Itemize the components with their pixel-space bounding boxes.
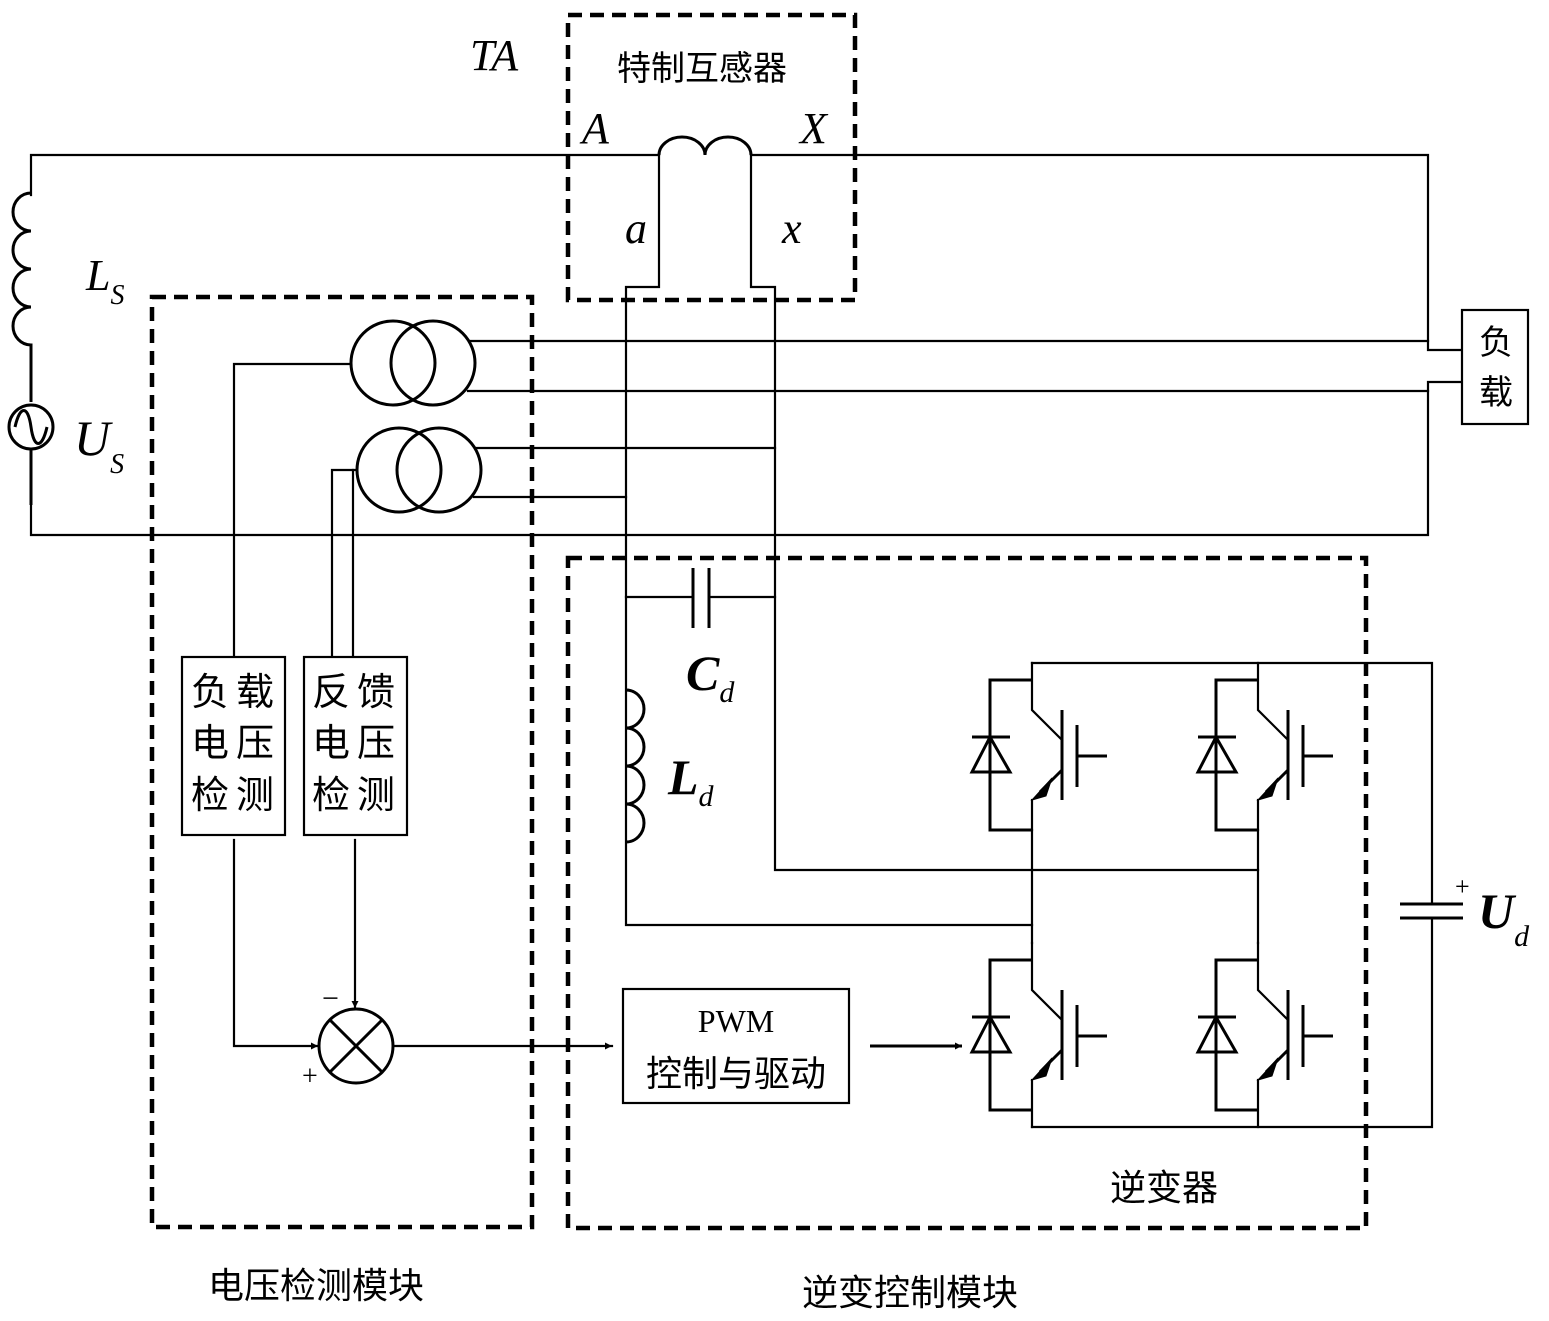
transformer-secondary-lead-a [624, 153, 1034, 927]
capacitor-cd [691, 568, 711, 628]
ac-source-label: US [74, 410, 124, 480]
svg-text:电: 电 [191, 721, 229, 765]
dc-bus-bottom [1030, 916, 1434, 1129]
transformer-module-border [565, 12, 858, 303]
dc-bus-top [1030, 661, 1434, 906]
pwm-label: PWM [698, 1003, 774, 1039]
load-sensor-input-wire [232, 362, 353, 660]
summing-junction [317, 1007, 395, 1085]
igbt-upper-right [1195, 661, 1333, 832]
terminal-x: x [781, 204, 802, 253]
igbt-lower-left [969, 941, 1107, 1129]
load-label-line1: 负 [1479, 323, 1513, 363]
svg-text:负: 负 [191, 670, 229, 714]
svg-text:压: 压 [236, 721, 274, 765]
dc-source-label: Ud [1478, 883, 1530, 953]
svg-text:检: 检 [191, 773, 229, 817]
main-bottom-wire [29, 380, 1464, 537]
svg-text:馈: 馈 [357, 670, 395, 714]
transformer-primary-coil [657, 135, 753, 156]
pwm-control-drive-label: 控制与驱动 [646, 1054, 826, 1095]
summer-minus-sign: − [322, 982, 339, 1015]
dc-capacitor-ud [1400, 902, 1463, 920]
load-voltage-detection-block: 负 电 检 载 压 测 [180, 655, 287, 837]
capacitor-cd-label: Cd [686, 645, 735, 709]
svg-text:载: 载 [236, 670, 274, 714]
transformer-title: 特制互感器 [617, 49, 787, 89]
source-inductor-ls [11, 191, 33, 402]
terminal-A: A [579, 104, 610, 153]
pwm-control-drive-block [621, 987, 851, 1105]
main-top-wire [29, 153, 1464, 352]
ac-source-sine-icon [13, 409, 49, 445]
transformer-tag: TA [470, 31, 519, 80]
load-label-line2: 载 [1479, 373, 1513, 413]
svg-text:反: 反 [312, 670, 350, 714]
transformer-secondary-lead-x [749, 153, 1260, 872]
feedback-sensor-input-wire [330, 468, 359, 660]
svg-text:压: 压 [357, 721, 395, 765]
inductor-ld [625, 688, 646, 844]
load-voltage-sensor-transformer [349, 319, 477, 407]
load-detect-to-summer-wire [232, 838, 320, 1050]
igbt-upper-left [969, 661, 1107, 832]
load-box [1460, 308, 1530, 426]
feedback-voltage-detection-block: 反 电 检 馈 压 测 [302, 655, 409, 837]
inductor-ld-label: Ld [667, 749, 715, 813]
summer-plus-sign: + [302, 1061, 318, 1092]
svg-text:电: 电 [312, 721, 350, 765]
igbt-lower-right [1195, 941, 1333, 1129]
terminal-a: a [625, 204, 647, 253]
dc-source-plus: + [1455, 872, 1470, 901]
inverter-control-module-label: 逆变控制模块 [802, 1273, 1018, 1314]
inverter-label: 逆变器 [1110, 1168, 1218, 1209]
terminal-X: X [798, 104, 829, 153]
feedback-voltage-sensor-transformer [355, 426, 483, 514]
svg-text:测: 测 [357, 773, 395, 817]
inverter-control-module-border [565, 555, 1369, 1231]
voltage-detection-module-label: 电压检测模块 [208, 1266, 424, 1307]
source-inductor-label: LS [85, 251, 124, 311]
svg-text:测: 测 [236, 773, 274, 817]
svg-text:检: 检 [312, 773, 350, 817]
voltage-detection-module-border [149, 294, 535, 1230]
